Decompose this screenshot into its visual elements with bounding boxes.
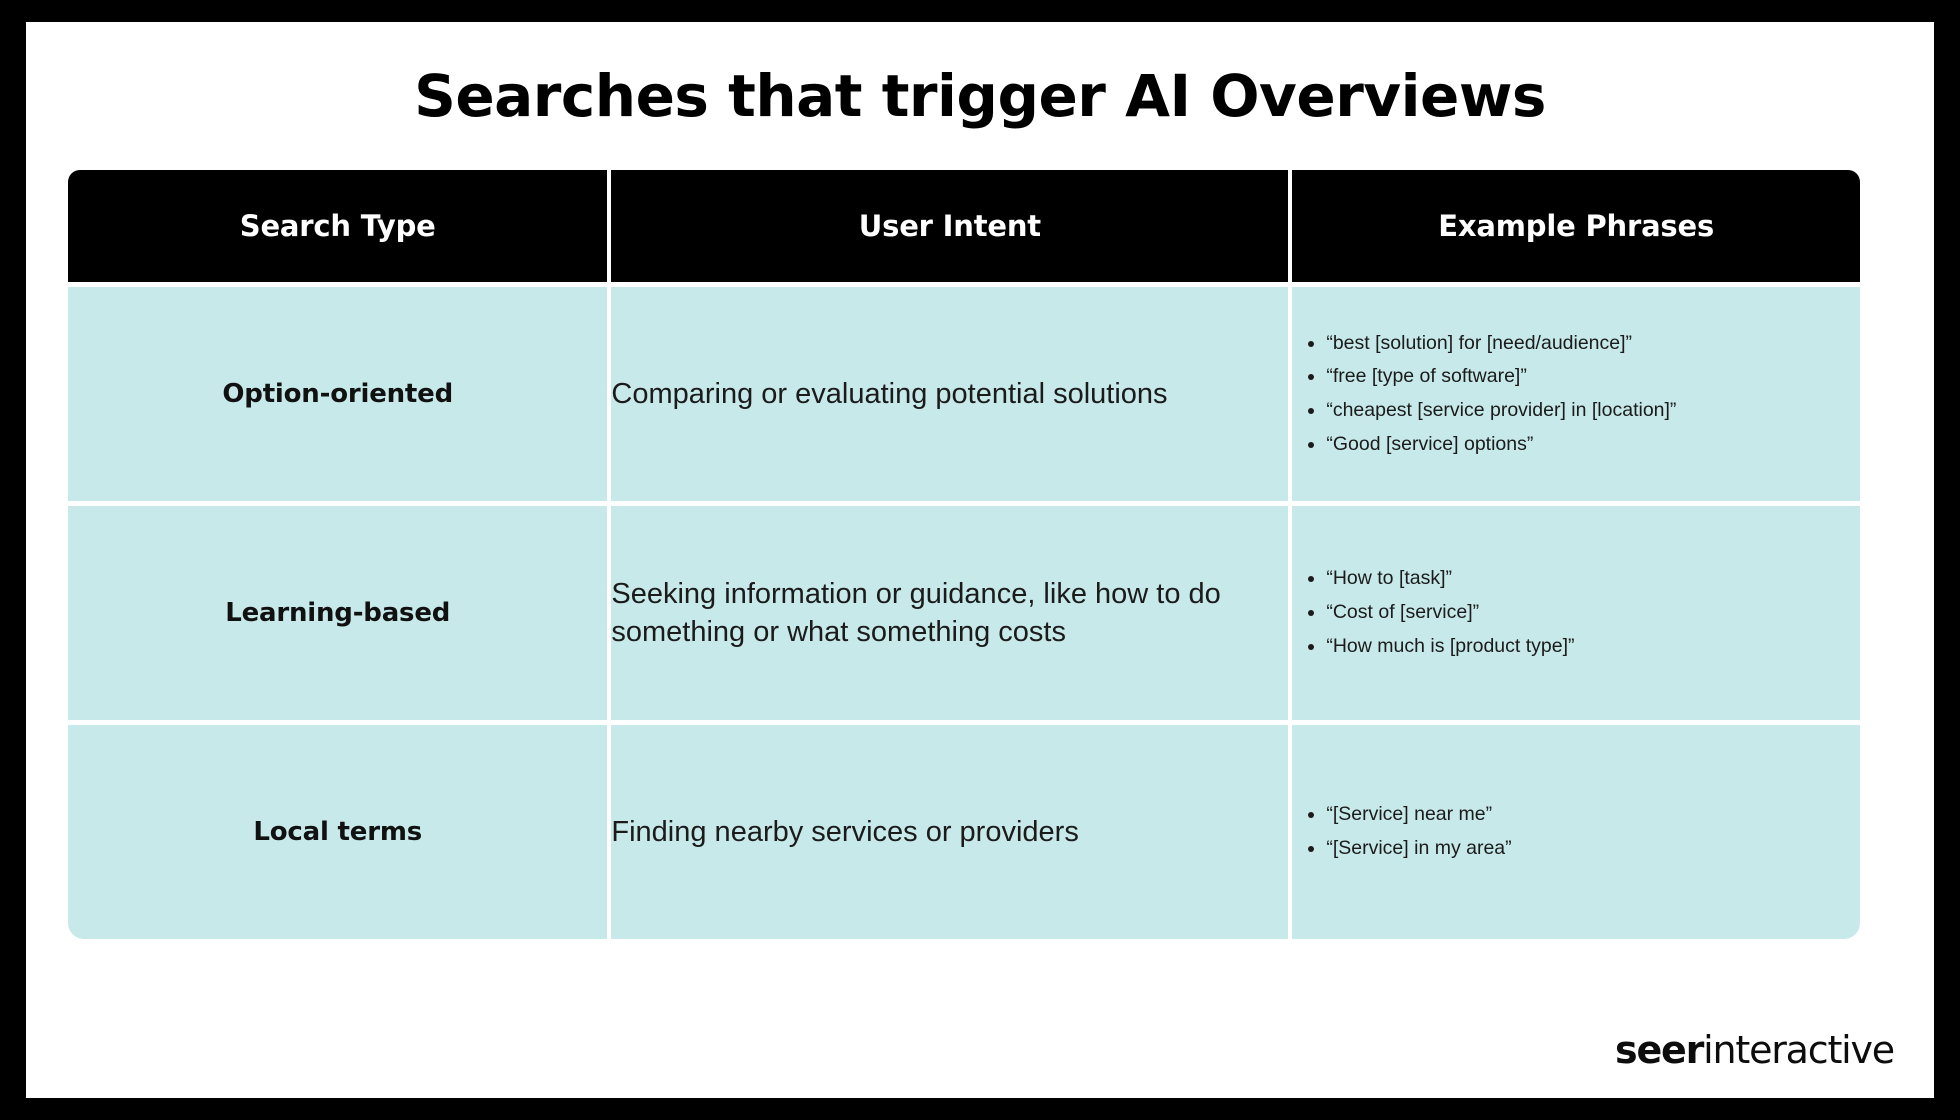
user-intent-text: Finding nearby services or providers <box>611 815 1079 848</box>
logo-bold-text: seer <box>1615 1028 1704 1072</box>
page-title: Searches that trigger AI Overviews <box>414 62 1546 130</box>
user-intent-text: Seeking information or guidance, like ho… <box>611 577 1221 648</box>
table-row: Local terms Finding nearby services or p… <box>68 720 1860 939</box>
example-phrase-list: “best [solution] for [need/audience]” “f… <box>1292 327 1676 462</box>
cell-example-phrases: “[Service] near me” “[Service] in my are… <box>1288 725 1860 939</box>
infographic-canvas: Searches that trigger AI Overviews Searc… <box>26 22 1934 1098</box>
logo-light-text: interactive <box>1703 1028 1895 1072</box>
table-row: Option-oriented Comparing or evaluating … <box>68 282 1860 501</box>
cell-search-type: Local terms <box>68 725 608 939</box>
column-header-label: Search Type <box>239 209 436 243</box>
example-phrase-list: “How to [task]” “Cost of [service]” “How… <box>1292 562 1574 663</box>
table-header-row: Search Type User Intent Example Phrases <box>68 170 1860 282</box>
column-header-example-phrases: Example Phrases <box>1288 170 1860 282</box>
table-row: Learning-based Seeking information or gu… <box>68 501 1860 720</box>
example-phrase-list: “[Service] near me” “[Service] in my are… <box>1292 798 1511 865</box>
list-item: “How much is [product type]” <box>1326 630 1574 664</box>
user-intent-text: Comparing or evaluating potential soluti… <box>611 377 1168 410</box>
search-type-label: Option-oriented <box>222 379 454 409</box>
cell-search-type: Learning-based <box>68 506 608 720</box>
list-item: “Cost of [service]” <box>1326 596 1574 630</box>
searches-table: Search Type User Intent Example Phrases … <box>68 170 1860 939</box>
list-item: “free [type of software]” <box>1326 360 1676 394</box>
cell-user-intent: Comparing or evaluating potential soluti… <box>607 287 1289 501</box>
cell-example-phrases: “How to [task]” “Cost of [service]” “How… <box>1288 506 1860 720</box>
cell-user-intent: Finding nearby services or providers <box>607 725 1289 939</box>
list-item: “cheapest [service provider] in [locatio… <box>1326 394 1676 428</box>
list-item: “best [solution] for [need/audience]” <box>1326 327 1676 361</box>
cell-search-type: Option-oriented <box>68 287 608 501</box>
column-header-label: Example Phrases <box>1438 209 1715 243</box>
list-item: “[Service] in my area” <box>1326 832 1511 866</box>
list-item: “Good [service] options” <box>1326 428 1676 462</box>
column-header-label: User Intent <box>858 209 1041 243</box>
cell-example-phrases: “best [solution] for [need/audience]” “f… <box>1288 287 1860 501</box>
search-type-label: Local terms <box>253 817 422 847</box>
cell-user-intent: Seeking information or guidance, like ho… <box>607 506 1289 720</box>
search-type-label: Learning-based <box>225 598 451 628</box>
seer-interactive-logo: seerinteractive <box>1615 1028 1895 1072</box>
list-item: “[Service] near me” <box>1326 798 1511 832</box>
list-item: “How to [task]” <box>1326 562 1574 596</box>
column-header-search-type: Search Type <box>68 170 608 282</box>
column-header-user-intent: User Intent <box>607 170 1289 282</box>
